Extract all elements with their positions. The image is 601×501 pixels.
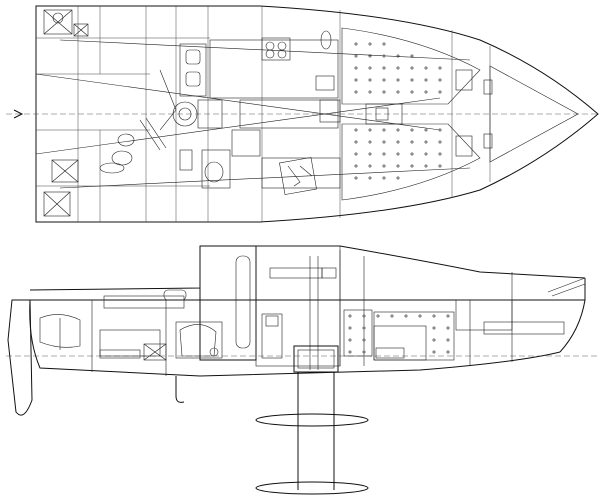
profile-keel [255, 345, 369, 495]
plan-view [6, 5, 599, 223]
plan-aft-hatches [43, 9, 89, 217]
plan-saloon [172, 30, 341, 195]
profile-view [6, 245, 600, 495]
plan-hull-outline [35, 5, 599, 223]
profile-hull-bottom [29, 299, 561, 377]
plan-forward-berths [341, 27, 493, 201]
plan-cockpit-fittings [99, 69, 193, 174]
plan-bow-locker [489, 65, 579, 163]
profile-rudder [7, 299, 33, 416]
